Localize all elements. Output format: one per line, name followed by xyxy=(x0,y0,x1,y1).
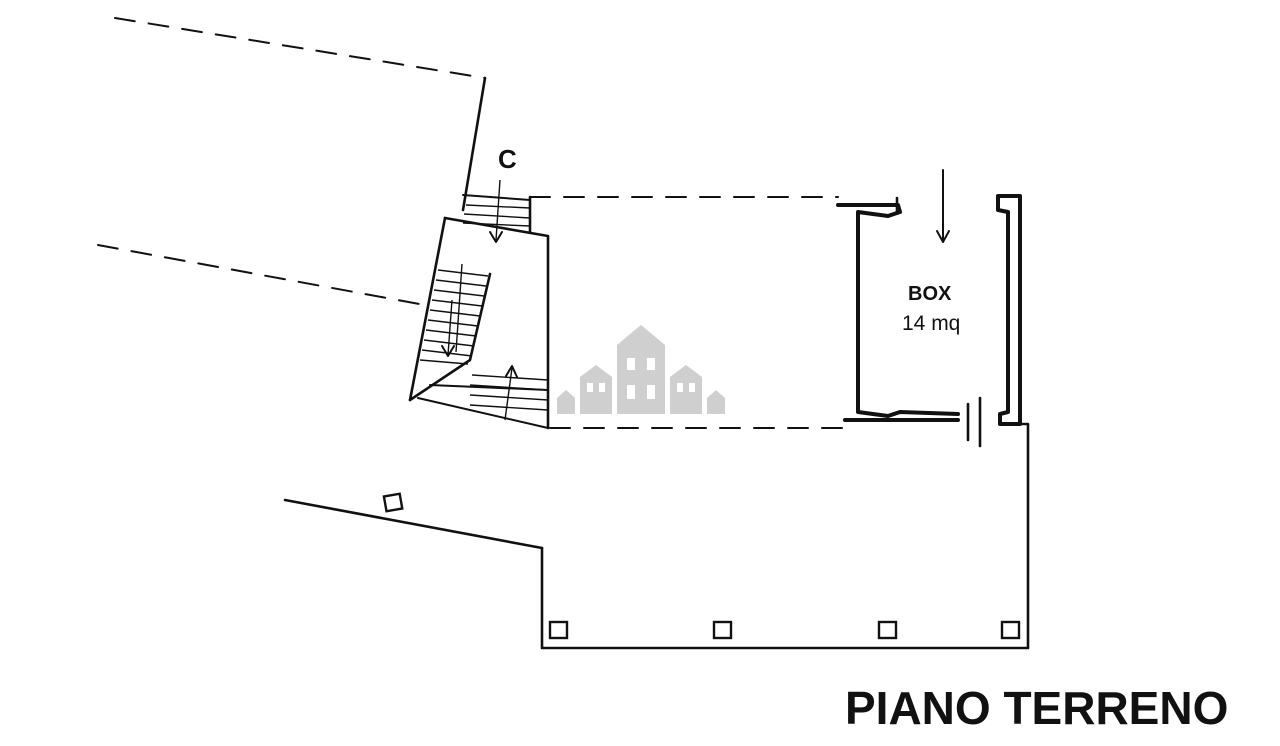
stair-block xyxy=(408,194,550,430)
central-room xyxy=(528,195,846,429)
section-marker: C xyxy=(498,144,517,174)
middle-boundary xyxy=(97,244,426,306)
watermark-buildings-icon xyxy=(557,325,725,414)
floor-title: PIANO TERRENO xyxy=(845,682,1228,734)
stair-arrow-icon xyxy=(441,179,518,421)
portico-outline xyxy=(283,422,1030,650)
pillar xyxy=(382,492,404,513)
box-area: 14 mq xyxy=(902,312,960,335)
pillar xyxy=(548,620,569,640)
pillar xyxy=(712,620,733,640)
box-title: BOX xyxy=(908,283,952,305)
pillars xyxy=(382,492,1021,640)
pillar xyxy=(1000,620,1021,640)
box-room xyxy=(836,194,1022,448)
entry-arrow-icon xyxy=(936,169,950,243)
upper-boundary xyxy=(114,17,487,212)
pillar xyxy=(877,620,898,640)
